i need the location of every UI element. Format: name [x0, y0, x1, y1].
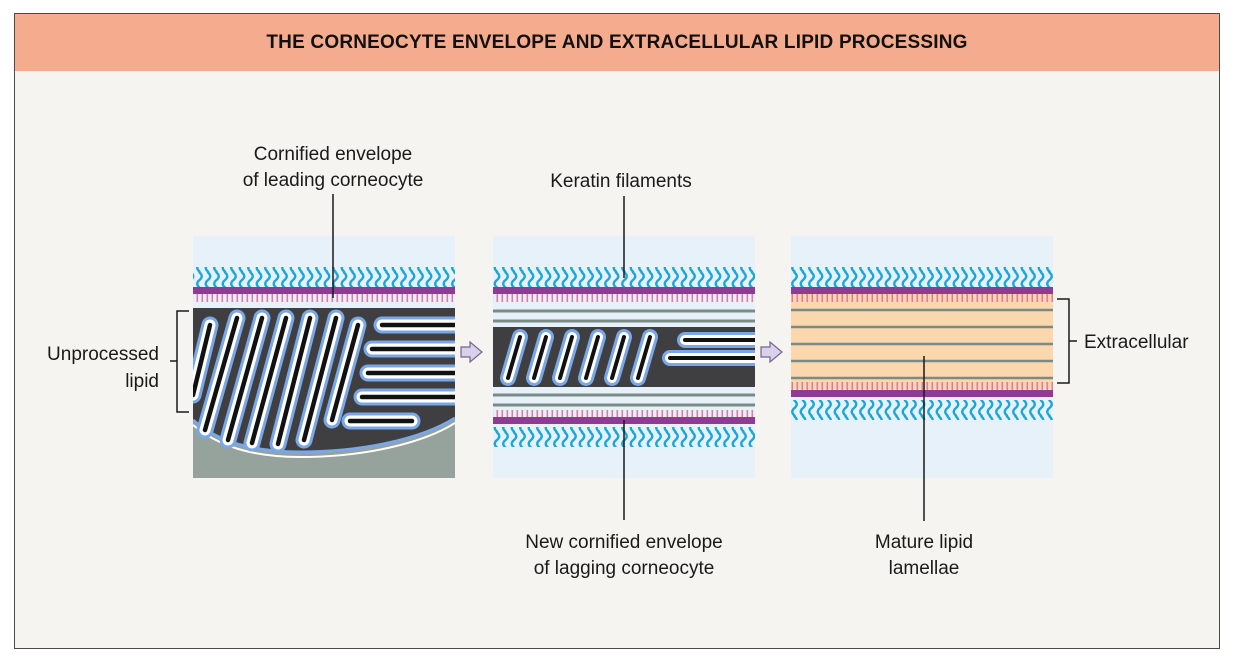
- panel-unprocessed: [193, 236, 485, 480]
- label-mature-lipid-line2: lamellae: [889, 558, 960, 579]
- bracket-unprocessed: [176, 310, 189, 413]
- envelope-linker-ticks-top: [493, 294, 755, 302]
- process-arrow-2: [760, 340, 783, 364]
- label-unprocessed-line1: Unprocessed: [47, 344, 159, 365]
- figure-title: THE CORNEOCYTE ENVELOPE AND EXTRACELLULA…: [266, 31, 968, 53]
- panel-intermediate: [493, 236, 785, 478]
- envelope-linker-ticks: [193, 294, 455, 302]
- cornified-envelope-band-bottom: [791, 390, 1053, 397]
- keratin-filament-lines-top: [493, 309, 755, 323]
- diagonal-lipid-discs: [193, 309, 367, 453]
- title-bar: THE CORNEOCYTE ENVELOPE AND EXTRACELLULA…: [15, 14, 1219, 71]
- keratin-filament-lines-bottom: [493, 393, 755, 407]
- label-keratin-filaments: Keratin filaments: [550, 171, 692, 192]
- label-cornified-envelope-line1: Cornified envelope: [254, 144, 412, 165]
- horizontal-lipid-discs: [341, 316, 479, 430]
- lamellae-lines: [791, 308, 1053, 380]
- label-new-envelope-line1: New cornified envelope: [525, 532, 723, 553]
- envelope-linker-ticks-bottom: [791, 382, 1053, 390]
- panel-mature: [791, 236, 1053, 478]
- label-extracellular: Extracellular: [1084, 332, 1189, 353]
- lipid-tails-top: [791, 267, 1053, 287]
- cornified-envelope-band-top: [493, 287, 755, 294]
- label-cornified-envelope-line2: of leading corneocyte: [243, 170, 424, 191]
- lipid-tails-top: [193, 267, 455, 287]
- process-arrow-1: [460, 340, 483, 364]
- mature-lamellae-band: [791, 294, 1053, 389]
- label-mature-lipid-line1: Mature lipid: [875, 532, 973, 553]
- cornified-envelope-band-top: [791, 287, 1053, 294]
- cornified-envelope-band: [193, 287, 455, 294]
- lipid-tails-bottom: [791, 400, 1053, 420]
- intermediate-lipid-discs: [500, 329, 755, 386]
- leader-lines: [170, 194, 1077, 521]
- bracket-extracellular: [1057, 298, 1070, 384]
- envelope-linker-ticks-top: [791, 294, 1053, 302]
- curved-envelope-edge: [193, 416, 455, 454]
- envelope-linker-ticks-bottom: [493, 410, 755, 418]
- label-new-envelope-line2: of lagging corneocyte: [534, 558, 715, 579]
- label-unprocessed-line2: lipid: [125, 371, 159, 392]
